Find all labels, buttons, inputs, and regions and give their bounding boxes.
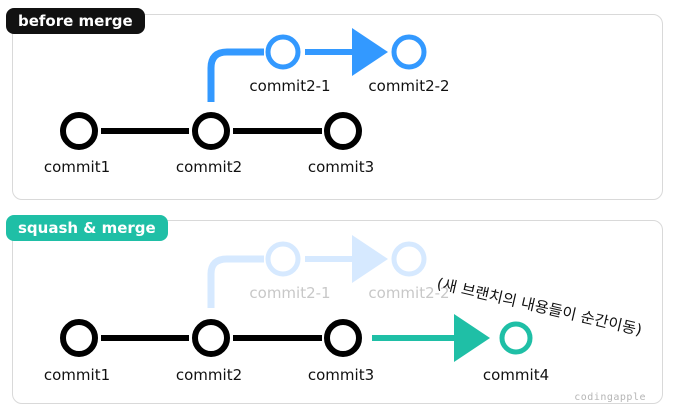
commit2-1-node: [265, 34, 301, 70]
faded-commit2-2-label: commit2-2: [368, 284, 449, 302]
squash-commit3-label: commit3: [308, 366, 374, 384]
squash-commit1-label: commit1: [44, 366, 110, 384]
commit3-label: commit3: [308, 158, 374, 176]
faded-branch-connector: [207, 255, 264, 308]
squash-merge-tag: squash & merge: [6, 215, 168, 241]
faded-commit2-1-node: [265, 241, 301, 277]
commit2-1-label: commit2-1: [249, 77, 330, 95]
commit2-node: [192, 112, 230, 150]
branch-connector: [207, 48, 264, 102]
before-merge-tag: before merge: [6, 8, 145, 34]
watermark: codingapple: [574, 392, 646, 403]
squash-commit3-node: [324, 319, 362, 357]
squash-commit1-node: [60, 319, 98, 357]
squash-commit2-node: [192, 319, 230, 357]
faded-commit2-2-node: [391, 241, 427, 277]
commit3-node: [324, 112, 362, 150]
faded-commit2-1-label: commit2-1: [249, 284, 330, 302]
commit2-label: commit2: [176, 158, 242, 176]
commit2-2-label: commit2-2: [368, 77, 449, 95]
commit4-label: commit4: [483, 366, 549, 384]
teleport-annotation: (새 브랜치의 내용들이 순간이동): [435, 274, 644, 339]
squash-merge-panel: [12, 220, 663, 404]
commit2-2-node: [391, 34, 427, 70]
commit1-node: [60, 112, 98, 150]
before-merge-panel: [12, 14, 663, 200]
squash-commit2-label: commit2: [176, 366, 242, 384]
commit1-label: commit1: [44, 158, 110, 176]
commit4-node: [499, 321, 533, 355]
